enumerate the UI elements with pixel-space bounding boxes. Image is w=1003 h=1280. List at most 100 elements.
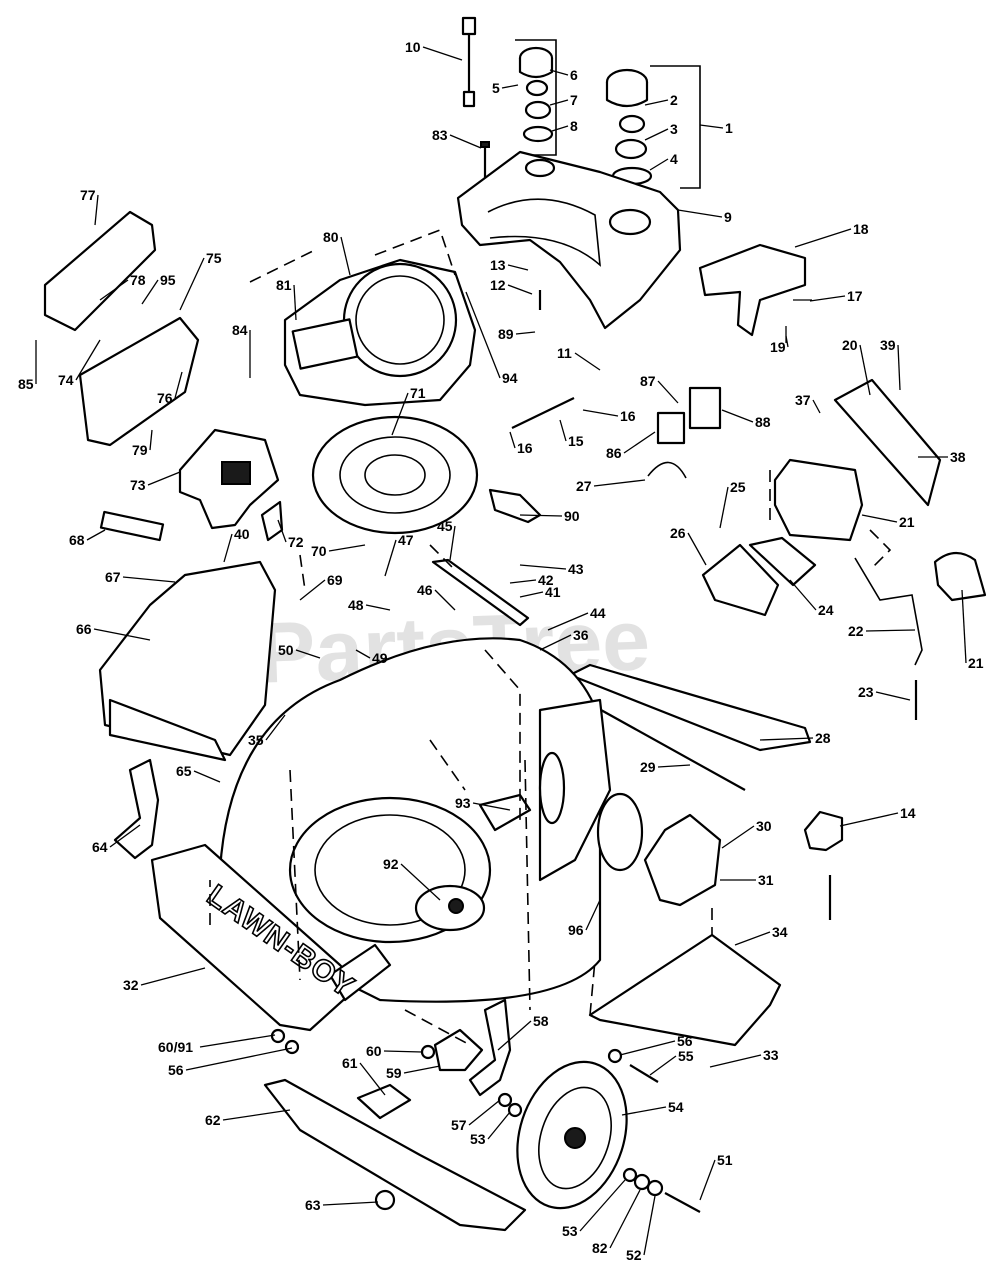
callout-label-63: 63 [305, 1197, 321, 1213]
callout-leader [501, 84, 519, 89]
callout-label-17: 17 [847, 288, 863, 304]
cable-45 [431, 558, 530, 627]
bracket-18 [698, 243, 807, 337]
sensor-14 [803, 810, 844, 852]
callout-leader [644, 99, 669, 106]
callout-label-64: 64 [92, 839, 108, 855]
baffle-plate-71 [311, 415, 479, 535]
callout-label-21: 21 [899, 514, 915, 530]
callout-leader [574, 352, 601, 371]
callout-leader [579, 1179, 626, 1232]
air-cleaner-73 [178, 428, 280, 530]
callout-label-47: 47 [398, 532, 414, 548]
callout-label-88: 88 [755, 414, 771, 430]
callout-leader [383, 1050, 423, 1053]
callout-label-14: 14 [900, 805, 916, 821]
wheel-54 [516, 1060, 628, 1210]
callout-leader [621, 1106, 667, 1116]
callout-label-53: 53 [470, 1131, 486, 1147]
callout-label-3: 3 [670, 121, 678, 137]
washer-82 [633, 1173, 651, 1191]
callout-label-81: 81 [276, 277, 292, 293]
callout-label-33: 33 [763, 1047, 779, 1063]
callout-leader [549, 69, 569, 76]
bolt-55 [629, 1064, 659, 1083]
callout-label-75: 75 [206, 250, 222, 266]
callout-leader [677, 209, 723, 218]
callout-leader [649, 158, 669, 171]
callout-label-86: 86 [606, 445, 622, 461]
callout-label-48: 48 [348, 597, 364, 613]
callout-leader [434, 589, 456, 611]
callout-leader [809, 295, 846, 302]
callout-leader [644, 128, 669, 141]
callout-leader [709, 1054, 762, 1068]
baffle-34 [588, 933, 782, 1047]
callout-label-71: 71 [410, 385, 426, 401]
callout-leader [222, 1109, 291, 1121]
callout-leader [322, 1201, 379, 1206]
callout-leader [643, 1195, 656, 1256]
callout-leader [174, 371, 183, 399]
callout-label-68: 68 [69, 532, 85, 548]
module-88 [688, 386, 722, 430]
callout-label-40: 40 [234, 526, 250, 542]
callout-label-79: 79 [132, 442, 148, 458]
callout-label-34: 34 [772, 924, 788, 940]
callout-label-27: 27 [576, 478, 592, 494]
tray-24 [748, 536, 817, 587]
callout-leader [99, 279, 129, 301]
callout-label-67: 67 [105, 569, 121, 585]
callout-leader [465, 291, 501, 379]
nut-60-91 [270, 1028, 286, 1044]
callout-leader [585, 899, 601, 931]
callout-label-94: 94 [502, 370, 518, 386]
callout-label-16: 16 [620, 408, 636, 424]
callout-leader [721, 409, 754, 423]
callout-leader [109, 824, 141, 848]
callout-label-89: 89 [498, 326, 514, 342]
callout-leader [299, 579, 326, 601]
callout-label-53: 53 [562, 1223, 578, 1239]
callout-leader [277, 519, 287, 543]
callout-label-7: 7 [570, 92, 578, 108]
callout-label-15: 15 [568, 433, 584, 449]
bolt-51 [664, 1192, 701, 1213]
callout-label-23: 23 [858, 684, 874, 700]
callout-leader [593, 479, 646, 487]
callout-leader [185, 1047, 293, 1071]
callout-label-49: 49 [372, 650, 388, 666]
washer-56b [284, 1039, 300, 1055]
callout-leader [295, 649, 321, 659]
callout-leader [582, 409, 619, 417]
callout-label-21: 21 [968, 655, 984, 671]
callout-label-84: 84 [232, 322, 248, 338]
callout-label-16: 16 [517, 440, 533, 456]
callout-label-45: 45 [437, 518, 453, 534]
callout-leader [340, 236, 351, 276]
callout-leader [719, 486, 729, 529]
callout-leader [179, 257, 205, 311]
fuel-tank-9 [456, 150, 682, 330]
callout-label-29: 29 [640, 759, 656, 775]
callout-leader [507, 264, 529, 271]
tray-26 [701, 543, 780, 617]
callout-leader [403, 1065, 441, 1074]
callout-label-50: 50 [278, 642, 294, 658]
callout-leader [515, 331, 536, 335]
callout-leader [472, 802, 511, 811]
wire-27 [647, 461, 687, 479]
nut-60 [420, 1044, 436, 1060]
callout-label-57: 57 [451, 1117, 467, 1133]
callout-leader [759, 737, 814, 741]
callout-leader [785, 335, 789, 348]
callout-leader [865, 629, 916, 632]
callout-label-43: 43 [568, 561, 584, 577]
callout-label-10: 10 [405, 39, 421, 55]
rail-28 [568, 663, 812, 752]
callout-label-93: 93 [455, 795, 471, 811]
callout-label-62: 62 [205, 1112, 221, 1128]
callout-label-70: 70 [311, 543, 327, 559]
callout-label-87: 87 [640, 373, 656, 389]
